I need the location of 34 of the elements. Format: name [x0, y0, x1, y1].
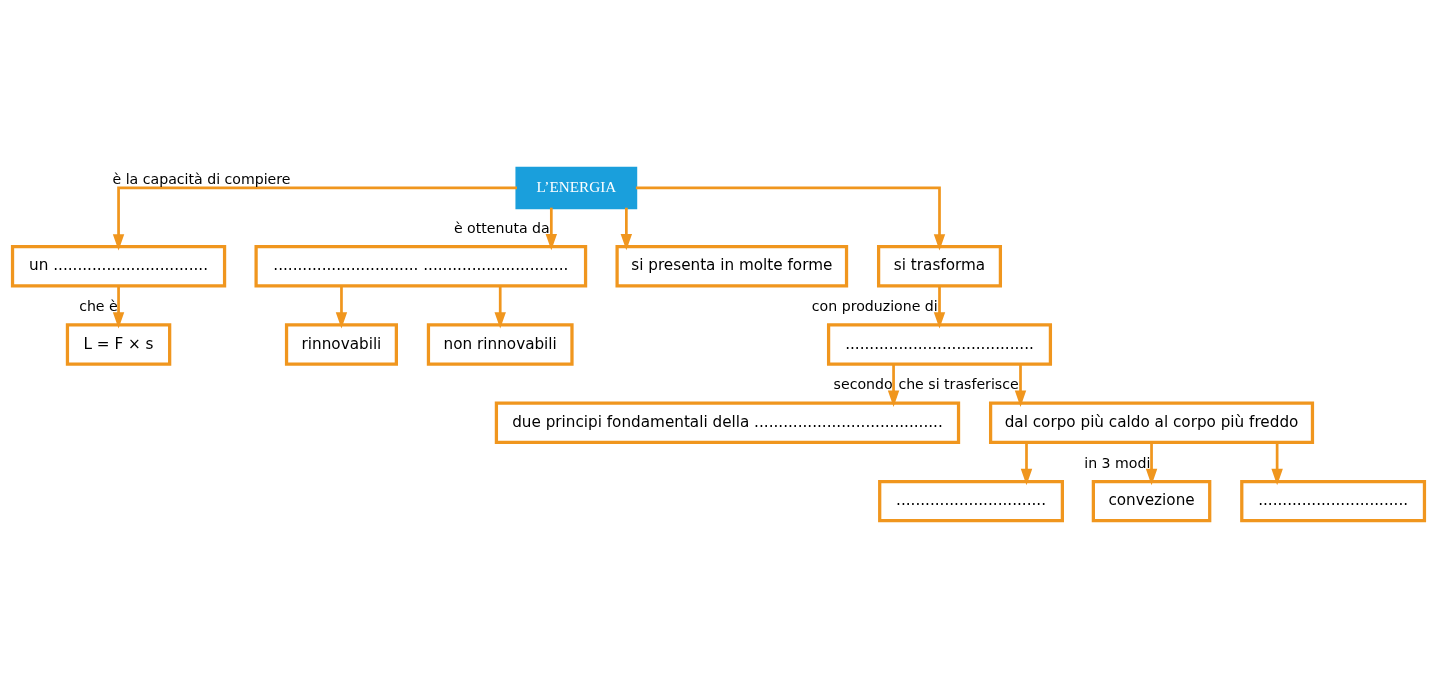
node-box: .............................. ..............................	[254, 245, 588, 288]
node-box: L’ENERGIA	[515, 166, 638, 210]
arrow	[933, 285, 946, 329]
arrow	[1014, 364, 1027, 407]
edge-label: è ottenuta da	[453, 219, 550, 236]
arrow	[635, 186, 946, 251]
node-box: .......................................	[826, 323, 1053, 366]
edge-label: in 3 modi	[1084, 454, 1151, 471]
arrow	[620, 207, 633, 251]
node-box: ...............................	[878, 479, 1064, 523]
edge-label: con produzione di	[811, 298, 938, 315]
node-box: si trasforma	[877, 245, 1003, 288]
node-box: dal corpo più caldo al corpo più freddo	[989, 401, 1315, 444]
arrow	[494, 285, 506, 329]
node-box: ...............................	[1240, 479, 1427, 523]
arrow	[545, 207, 558, 251]
arrow	[335, 285, 348, 329]
arrow	[1271, 442, 1283, 486]
edge-label: è la capacità di compiere	[112, 171, 291, 188]
arrow	[112, 285, 125, 329]
arrow	[1020, 442, 1033, 486]
edge-label: che si trasferisce	[898, 376, 1019, 393]
node-box: due principi fondamentali della .......................................	[494, 401, 961, 444]
node-box: un ................................	[10, 245, 227, 288]
node-box: L = F × s	[65, 323, 172, 366]
arrow	[112, 186, 517, 251]
node-box: convezione	[1091, 479, 1212, 523]
node-box: rinnovabili	[284, 323, 398, 366]
node-box: non rinnovabili	[426, 323, 574, 366]
edge-label: secondo	[833, 376, 893, 393]
arrow	[887, 364, 900, 407]
edge-label: che è	[79, 298, 118, 315]
arrow	[1145, 442, 1158, 486]
node-box: si presenta in molte forme	[615, 245, 849, 288]
